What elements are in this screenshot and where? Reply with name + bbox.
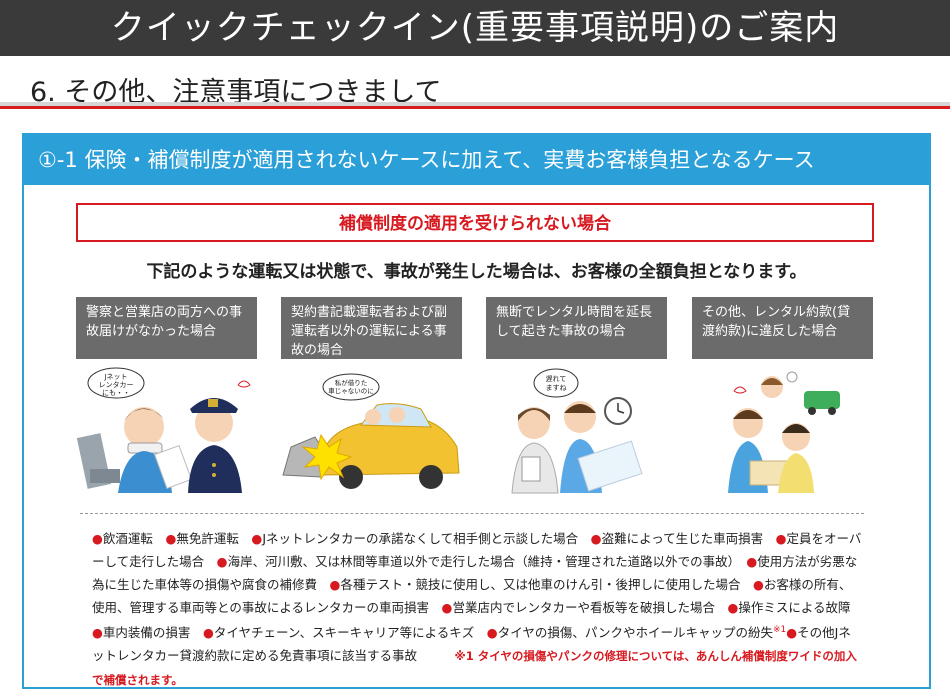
case-text: 無断でレンタル時間を延長して起きた事故の場合: [496, 305, 653, 339]
exclusion-note-item: ●使用方法が劣悪な為に生じた車体等の損傷や腐食の補修費: [92, 554, 857, 592]
notes-divider: [80, 513, 864, 514]
bullet-icon: ●: [786, 625, 798, 641]
case-text: 警察と営業店の両方への事故届けがなかった場合: [86, 305, 243, 339]
speech-bubble-line: 車じゃないのに: [328, 386, 374, 395]
exclusion-note-text: 各種テスト・競技に使用し、又は他車のけん引・後押しに使用した場合: [340, 577, 741, 592]
bullet-icon: ●: [92, 625, 103, 641]
case-box-contract-violation: その他、レンタル約款(貸渡約款)に違反した場合: [692, 297, 873, 359]
exclusion-note-item: ●タイヤの損傷、パンクやホイールキャップの紛失※1: [487, 625, 786, 640]
not-covered-banner-label: 補償制度の適用を受けられない場合: [339, 214, 611, 234]
illustration-car-crash: 私が借りた 車じゃないのに: [282, 373, 460, 489]
exclusion-note-item: ●操作ミスによる故障: [727, 600, 850, 615]
exclusion-note-item: ●無免許運転: [165, 531, 238, 546]
exclusion-note-text: 定員をオーバーして走行した場合: [92, 531, 862, 569]
illustration-contract-violation: [728, 371, 840, 493]
speech-bubble-line: 遅れて: [546, 375, 567, 383]
exclusion-note-item: ●お客様の所有、使用、管理する車両等との事故によるレンタカーの車両損害: [92, 577, 851, 615]
bullet-icon: ●: [746, 554, 758, 569]
bullet-icon: ●: [92, 531, 103, 546]
speech-bubble-line: にも・・: [102, 389, 130, 397]
speech-bubble-line: レンタカー: [99, 380, 134, 389]
page-header: クイックチェックイン(重要事項説明)のご案内: [0, 0, 950, 56]
case-box-overtime: 無断でレンタル時間を延長して起きた事故の場合: [486, 297, 667, 359]
speech-bubble-line: Jネット: [103, 373, 127, 381]
exclusion-note-text: Jネットレンタカーの承諾なくして相手側と示談した場合: [262, 531, 579, 546]
exclusion-note-item: ●その他Jネットレンタカー貸渡約款に定める免責事項に該当する事故: [92, 625, 851, 663]
exclusion-note-text: 無免許運転: [176, 531, 239, 546]
exclusion-note-text: 海岸、河川敷、又は林間等車道以外で走行した場合（維持・管理された道路以外での事故…: [227, 554, 734, 569]
exclusion-note-text: 飲酒運転: [102, 531, 153, 546]
case-box-unreported: 警察と営業店の両方への事故届けがなかった場合: [76, 297, 257, 359]
panel-heading: ①-1 保険・補償制度が適用されないケースに加えて、実費お客様負担となるケース: [24, 135, 929, 185]
section-divider-accent: [0, 106, 950, 109]
exclusion-note-text: 使用方法が劣悪な為に生じた車体等の損傷や腐食の補修費: [92, 554, 858, 592]
exclusion-note-text: 盗難によって生じた車両損害: [601, 531, 764, 546]
section-divider: [0, 102, 950, 106]
exclusion-note-text: タイヤの損傷、パンクやホイールキャップの紛失: [497, 625, 773, 641]
exclusion-note-text: その他Jネットレンタカー貸渡約款に定める免責事項に該当する事故: [92, 625, 851, 664]
bullet-icon: ●: [216, 554, 228, 569]
case-text: 契約書記載運転者および副運転者以外の運転による事故の場合: [291, 305, 448, 358]
exclusion-note-item: ●定員をオーバーして走行した場合: [92, 531, 861, 569]
exclusion-note-item: ●海岸、河川敷、又は林間等車道以外で走行した場合（維持・管理された道路以外での事…: [217, 554, 734, 569]
bullet-icon: ●: [727, 600, 739, 615]
exclusion-note-text: お客様の所有、使用、管理する車両等との事故によるレンタカーの車両損害: [92, 577, 852, 615]
exclusion-note-item: ●タイヤチェーン、スキーキャリア等によるキズ: [203, 625, 474, 640]
exclusion-note-text: 営業店内でレンタカーや看板等を破損した場合: [452, 600, 715, 615]
not-covered-banner: 補償制度の適用を受けられない場合: [76, 203, 874, 242]
footnote-marker: ※1: [772, 625, 787, 635]
lead-text: 下記のような運転又は状態で、事故が発生した場合は、お客様の全額負担となります。: [146, 262, 807, 282]
bullet-icon: ●: [251, 531, 263, 546]
bullet-icon: ●: [329, 577, 341, 592]
exclusion-notes: ●飲酒運転 ●無免許運転 ●Jネットレンタカーの承諾なくして相手側と示談した場合…: [92, 527, 862, 692]
case-text: その他、レンタル約款(貸渡約款)に違反した場合: [702, 305, 851, 339]
exclusion-note-item: ●営業店内でレンタカーや看板等を破損した場合: [442, 600, 715, 615]
page-title: クイックチェックイン(重要事項説明)のご案内: [110, 8, 840, 48]
bullet-icon: ●: [486, 625, 498, 641]
illustration-staff-late-return: 遅れて ますね: [511, 368, 643, 494]
bullet-icon: ●: [202, 625, 214, 641]
exclusion-note-item: ●車内装備の損害: [92, 625, 190, 640]
info-panel: ①-1 保険・補償制度が適用されないケースに加えて、実費お客様負担となるケース …: [22, 133, 931, 689]
exclusion-note-text: 車内装備の損害: [102, 625, 191, 641]
exclusion-note-item: ●飲酒運転: [92, 531, 153, 546]
speech-bubble-line: 私が借りた: [335, 378, 368, 387]
exclusion-note-item: ●Jネットレンタカーの承諾なくして相手側と示談した場合: [251, 531, 578, 546]
bullet-icon: ●: [441, 600, 453, 615]
footnote: ※1 タイヤの損傷やパンクの修理については、あんしん補償制度ワイドの加入で補償さ…: [92, 649, 857, 688]
exclusion-note-item: ●盗難によって生じた車両損害: [591, 531, 763, 546]
exclusion-note-text: タイヤチェーン、スキーキャリア等によるキズ: [213, 625, 475, 641]
bullet-icon: ●: [775, 531, 787, 546]
bullet-icon: ●: [752, 577, 764, 592]
bullet-icon: ●: [165, 531, 177, 546]
case-box-unauthorized-driver: 契約書記載運転者および副運転者以外の運転による事故の場合: [281, 297, 462, 359]
exclusion-note-text: 操作ミスによる故障: [738, 600, 851, 615]
exclusion-note-item: ●各種テスト・競技に使用し、又は他車のけん引・後押しに使用した場合: [330, 577, 741, 592]
speech-bubble-line: ますね: [546, 384, 567, 392]
illustration-injured-man-and-police: Jネット レンタカー にも・・: [76, 367, 251, 493]
bullet-icon: ●: [590, 531, 602, 546]
